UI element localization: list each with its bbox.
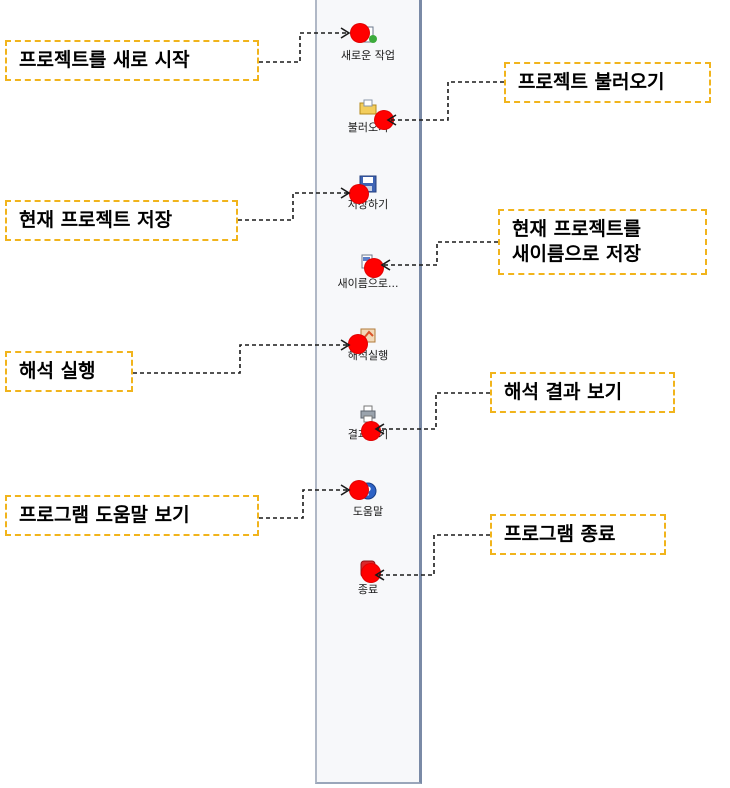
marker-help [350,481,368,499]
marker-open-project [375,111,393,129]
svg-text:?: ? [365,485,372,499]
help-label: 도움말 [352,505,384,518]
callout-run-analysis: 해석 실행 [5,351,133,392]
open-folder-icon [359,98,377,116]
marker-view-results [362,422,380,440]
callout-save-as-line1: 현재 프로젝트를 [512,218,641,240]
marker-save-as [365,259,383,277]
marker-new-project [351,24,369,42]
callout-save-project: 현재 프로젝트 저장 [5,200,238,241]
save-as-label: 새이름으로... [337,277,399,290]
help-button[interactable]: ? 도움말 [317,482,419,532]
printer-results-icon [359,405,377,423]
exit-label: 종료 [357,583,379,596]
marker-exit [362,564,380,582]
callout-new-project: 프로젝트를 새로 시작 [5,40,259,81]
callout-load-project: 프로젝트 불러오기 [504,62,711,103]
marker-run-analysis [349,335,367,353]
callout-save-as: 현재 프로젝트를 새이름으로 저장 [498,209,707,275]
callout-exit: 프로그램 종료 [490,514,666,555]
open-project-button[interactable]: 불러오기 [317,98,419,148]
callout-view-results: 해석 결과 보기 [490,372,675,413]
new-project-label: 새로운 작업 [340,49,396,62]
callout-save-as-line2: 새이름으로 저장 [512,243,641,265]
callout-help: 프로그램 도움말 보기 [5,495,259,536]
marker-save-project [350,185,368,203]
